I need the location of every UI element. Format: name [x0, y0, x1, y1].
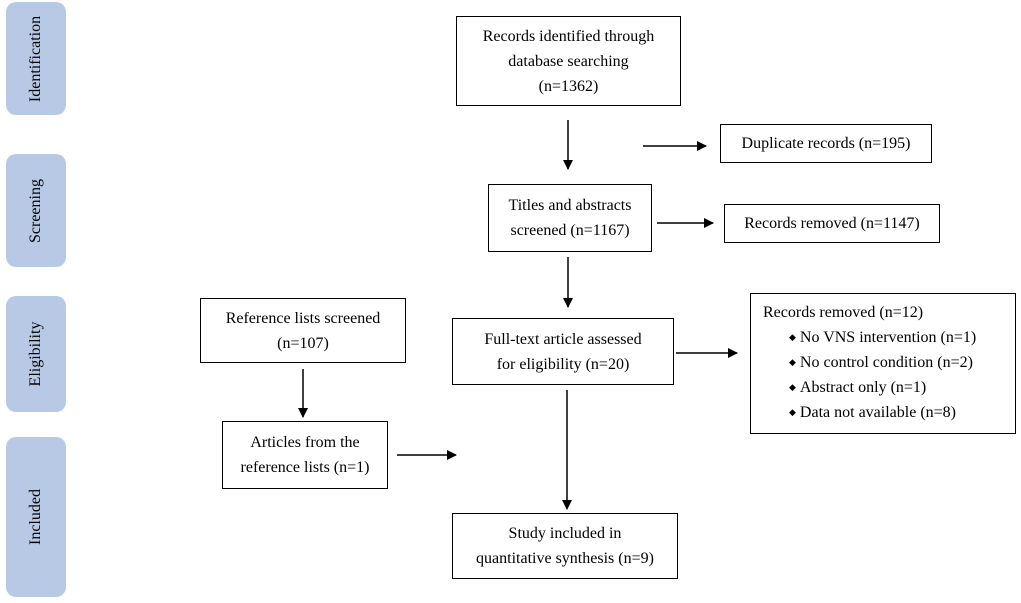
box-line: Full-text article assessed: [484, 330, 642, 348]
stage-screening: Screening: [6, 154, 66, 267]
records-removed-details-box: Records removed (n=12) No VNS interventi…: [750, 293, 1016, 434]
box-line: screened (n=1167): [510, 222, 630, 239]
stage-included: Included: [6, 437, 66, 597]
full-text-box: Full-text article assessed for eligibili…: [452, 318, 674, 385]
exclusion-item: Abstract only (n=1): [763, 375, 926, 400]
box-line: for eligibility (n=20): [496, 355, 630, 373]
records-identified-box: Records identified through database sear…: [456, 16, 681, 106]
study-included-box: Study included in quantitative synthesis…: [452, 513, 678, 579]
stage-identification: Identification: [6, 2, 66, 115]
reference-lists-box: Reference lists screened (n=107): [200, 298, 406, 363]
titles-abstracts-box: Titles and abstracts screened (n=1167): [488, 184, 652, 252]
box-line: Articles from the: [250, 434, 360, 451]
box-line: Duplicate records (n=195): [741, 135, 911, 152]
exclusion-item: Data not available (n=8): [763, 400, 956, 425]
box-line: (n=107): [277, 334, 329, 352]
box-line: (n=1362): [538, 77, 599, 95]
box-line: Records removed (n=1147): [744, 215, 920, 232]
box-line: reference lists (n=1): [240, 459, 370, 476]
exclusion-item: No control condition (n=2): [763, 350, 973, 375]
box-line: quantitative synthesis (n=9): [476, 550, 654, 567]
box-line: Records identified through: [482, 27, 655, 45]
box-line: database searching: [508, 52, 629, 70]
box-title: Records removed (n=12): [763, 304, 924, 321]
stage-eligibility: Eligibility: [6, 296, 66, 412]
box-line: Reference lists screened: [225, 309, 381, 327]
articles-reference-box: Articles from the reference lists (n=1): [222, 421, 388, 489]
exclusion-item: No VNS intervention (n=1): [763, 325, 976, 350]
box-line: Study included in: [508, 525, 622, 542]
duplicate-records-box: Duplicate records (n=195): [720, 124, 932, 163]
box-line: Titles and abstracts: [508, 197, 632, 214]
records-removed-box: Records removed (n=1147): [724, 204, 940, 243]
